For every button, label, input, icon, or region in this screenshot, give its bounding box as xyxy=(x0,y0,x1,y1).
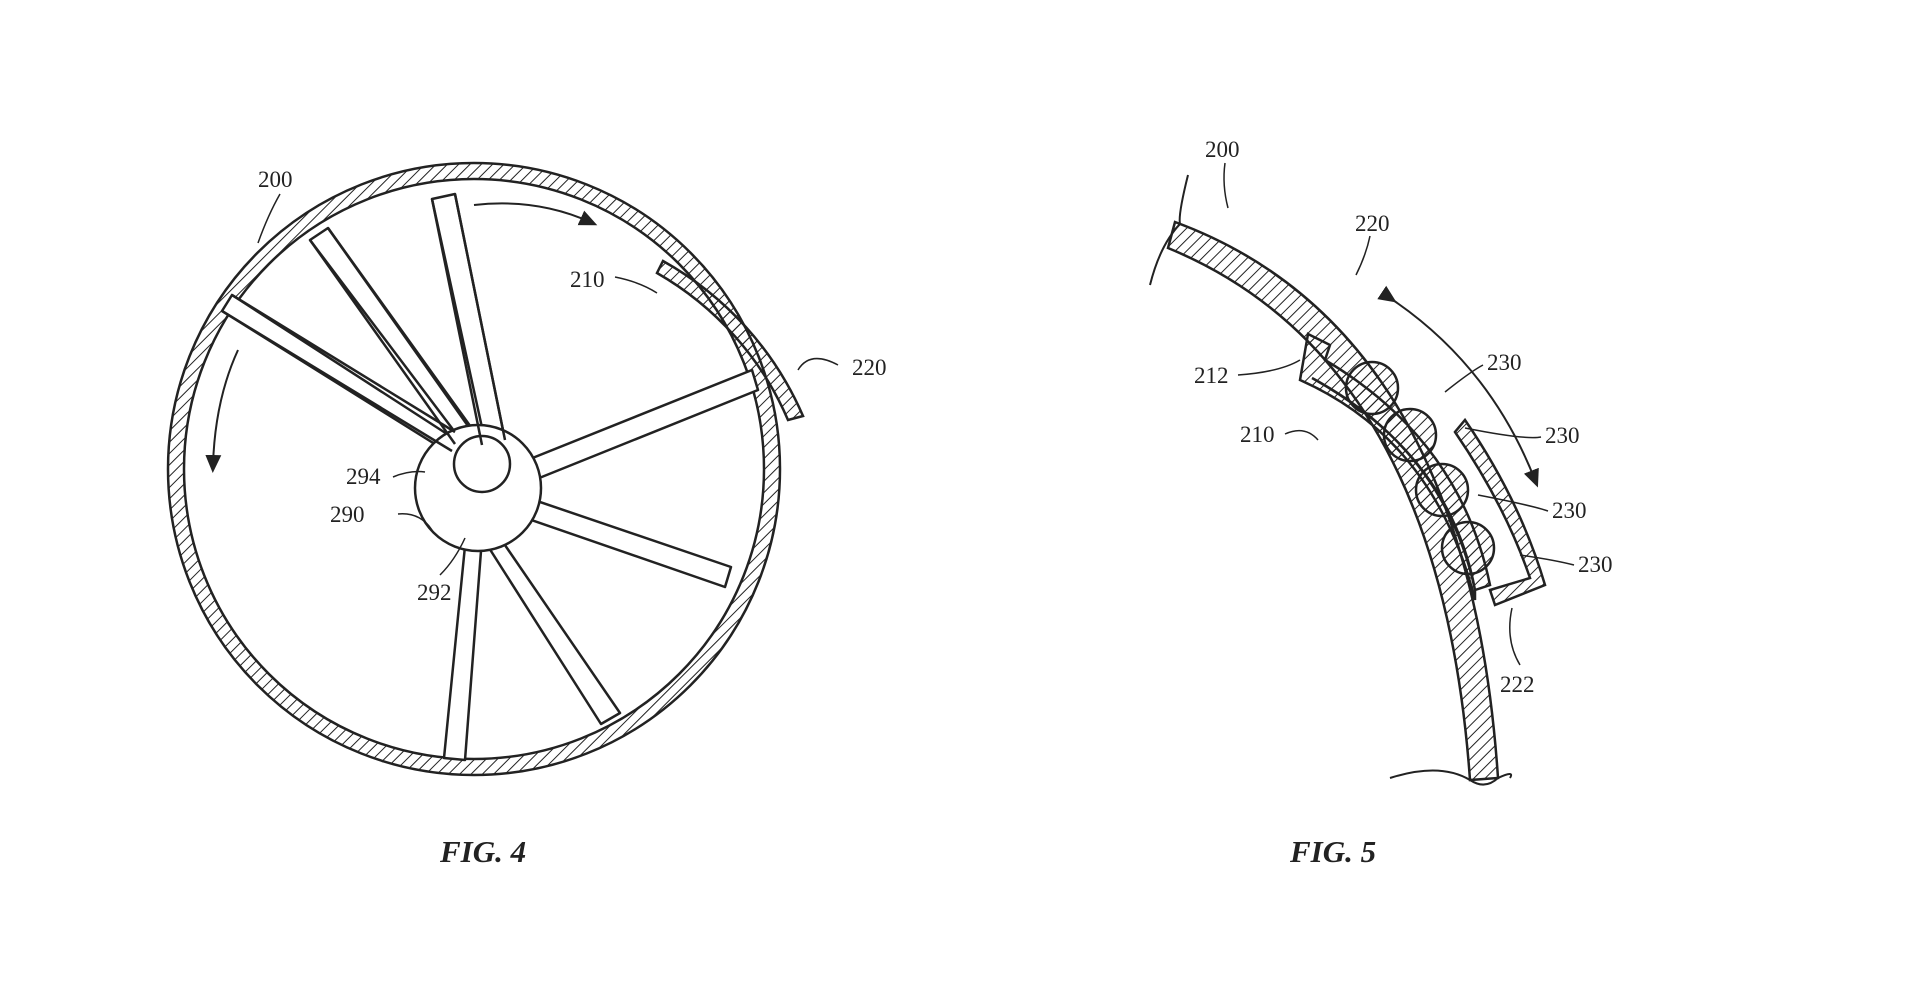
figure-5: 200 220 212 210 230 230 230 230 222 FIG.… xyxy=(1149,137,1613,869)
fig5-label-230a: 230 xyxy=(1487,350,1522,375)
fig5-label-230b: 230 xyxy=(1545,423,1580,448)
fig4-caption: FIG. 4 xyxy=(439,834,526,869)
fig4-label-294: 294 xyxy=(346,464,381,489)
fig4-rotation-arrow-top xyxy=(473,202,598,226)
fig4-label-220: 220 xyxy=(852,355,887,380)
figure-4: 200 210 220 294 290 292 FIG. 4 xyxy=(166,161,887,869)
fig4-label-200: 200 xyxy=(258,167,293,192)
fig4-label-290: 290 xyxy=(330,502,365,527)
fig5-label-230c: 230 xyxy=(1552,498,1587,523)
fig5-label-212: 212 xyxy=(1194,363,1229,388)
fig4-gripper-strip xyxy=(655,259,805,422)
fig5-label-220: 220 xyxy=(1355,211,1390,236)
fig5-label-230d: 230 xyxy=(1578,552,1613,577)
fig5-label-222: 222 xyxy=(1500,672,1535,697)
fig5-label-200: 200 xyxy=(1205,137,1240,162)
fig5-label-210: 210 xyxy=(1240,422,1275,447)
fig5-sliding-arrow xyxy=(1377,285,1539,488)
fig4-label-292: 292 xyxy=(417,580,452,605)
fig5-caption: FIG. 5 xyxy=(1289,834,1376,869)
fig4-hub-boss xyxy=(452,434,512,494)
fig4-spokes xyxy=(220,192,760,762)
fig4-label-210: 210 xyxy=(570,267,605,292)
fig4-rotation-arrow-left xyxy=(205,349,239,473)
fig4-outer-rim xyxy=(166,161,782,777)
